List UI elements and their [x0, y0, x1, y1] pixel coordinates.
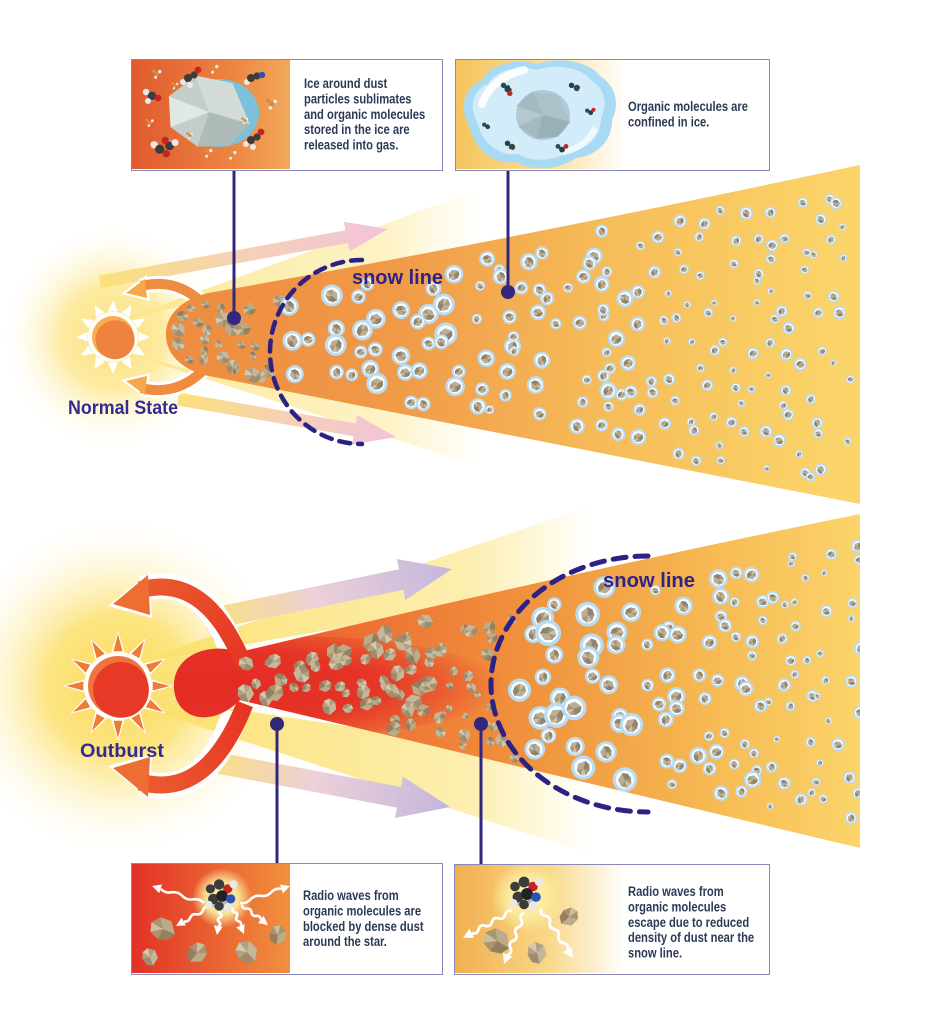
svg-text:Normal State: Normal State	[68, 398, 178, 419]
svg-text:snow line: snow line	[352, 267, 443, 289]
svg-text:Radio waves from: Radio waves from	[303, 888, 399, 903]
svg-text:snow line.: snow line.	[628, 945, 682, 960]
svg-text:Outburst: Outburst	[80, 741, 165, 762]
svg-text:released into gas.: released into gas.	[304, 137, 398, 152]
svg-text:Radio waves from: Radio waves from	[628, 884, 724, 899]
svg-text:confined in ice.: confined in ice.	[628, 114, 709, 129]
svg-text:Ice around dust: Ice around dust	[304, 76, 388, 91]
svg-text:snow line: snow line	[603, 570, 695, 592]
svg-text:and organic molecules: and organic molecules	[304, 107, 425, 122]
svg-text:stored in the ice are: stored in the ice are	[304, 122, 410, 137]
svg-text:organic molecules are: organic molecules are	[303, 903, 421, 918]
svg-text:Organic molecules are: Organic molecules are	[628, 99, 748, 114]
svg-text:organic molecules: organic molecules	[628, 899, 726, 914]
svg-text:around the star.: around the star.	[303, 934, 387, 949]
svg-text:blocked by dense dust: blocked by dense dust	[303, 919, 424, 934]
svg-text:particles sublimates: particles sublimates	[304, 91, 412, 106]
svg-text:density of dust near the: density of dust near the	[628, 930, 754, 945]
svg-text:escape due to reduced: escape due to reduced	[628, 915, 749, 930]
